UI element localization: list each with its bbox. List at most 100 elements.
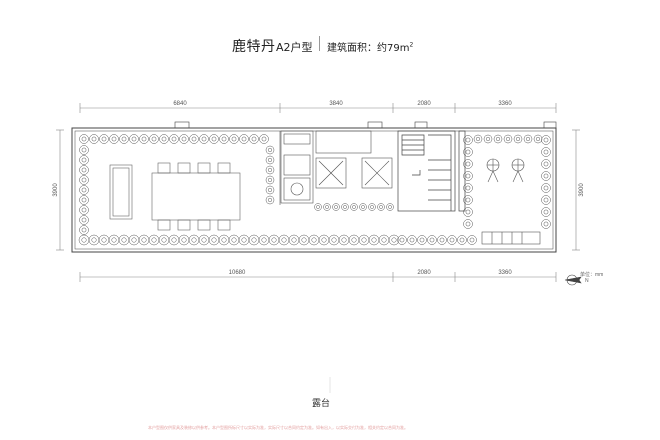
shrub — [358, 234, 370, 246]
shrub — [457, 235, 467, 245]
shrub — [251, 237, 257, 243]
shrub — [91, 237, 97, 243]
staircase — [397, 130, 466, 212]
shrub — [325, 205, 329, 209]
shrub — [259, 134, 269, 144]
shrub — [359, 203, 367, 211]
shrub — [399, 237, 405, 243]
shrub — [267, 197, 273, 203]
shrub — [189, 134, 199, 144]
shrub — [81, 207, 87, 213]
shrub — [138, 234, 150, 246]
shrub — [101, 237, 107, 243]
shrub — [249, 134, 259, 144]
building-outline — [71, 121, 557, 253]
shrub — [341, 203, 349, 211]
shrub — [271, 237, 277, 243]
shrub — [267, 177, 273, 183]
shrub — [199, 134, 209, 144]
shrub — [79, 165, 89, 175]
dim-top-2: 3840 — [329, 101, 343, 107]
shrub — [79, 225, 89, 235]
dim-top-4: 3360 — [498, 101, 512, 107]
shrub — [128, 234, 140, 246]
side-dimension-lines — [56, 129, 580, 251]
compass-label: N — [585, 278, 589, 284]
shrub — [465, 185, 471, 191]
shrub — [541, 147, 551, 157]
shrub — [463, 135, 473, 145]
shrub — [268, 234, 280, 246]
shrub — [81, 177, 87, 183]
shrub — [328, 234, 340, 246]
shrub — [79, 134, 89, 144]
shrub — [81, 187, 87, 193]
shrub — [485, 136, 491, 142]
shrub — [171, 136, 177, 142]
shrub — [81, 157, 87, 163]
shrub — [241, 237, 247, 243]
shrub — [265, 185, 275, 195]
shrub — [231, 237, 237, 243]
shrub — [281, 237, 287, 243]
shrub — [541, 219, 551, 229]
shrub — [368, 234, 380, 246]
shrub — [291, 237, 297, 243]
shrub — [79, 155, 89, 165]
shrub — [139, 134, 149, 144]
shrub — [208, 234, 220, 246]
shrub — [541, 159, 551, 169]
shrub — [81, 217, 87, 223]
shrub — [298, 234, 310, 246]
shrub — [386, 203, 394, 211]
shrub — [503, 134, 513, 144]
shrub — [407, 235, 417, 245]
shrub — [191, 136, 197, 142]
dim-top-1: 6840 — [173, 101, 187, 107]
shrub — [119, 134, 129, 144]
shrub — [447, 235, 457, 245]
dim-top-3: 2080 — [417, 101, 431, 107]
shrub — [388, 205, 392, 209]
dim-right: 3900 — [579, 183, 585, 197]
shrub — [543, 197, 549, 203]
bbq-grill-right — [361, 157, 393, 189]
shrub — [316, 205, 320, 209]
shrub — [473, 134, 483, 144]
shrub — [459, 237, 465, 243]
shrub — [513, 134, 523, 144]
shrub — [265, 145, 275, 155]
project-name: 鹿特丹 — [232, 39, 276, 55]
shrub — [219, 134, 229, 144]
shrub — [352, 205, 356, 209]
plan-header: 鹿特丹 A2户型 建筑面积：约79m2 — [0, 34, 660, 56]
shrub — [169, 134, 179, 144]
shrub — [161, 237, 167, 243]
shrub — [541, 135, 551, 145]
dim-bottom-3: 3360 — [498, 270, 512, 276]
shrub — [543, 209, 549, 215]
shrub — [258, 234, 270, 246]
shrub — [81, 227, 87, 233]
shrub — [79, 205, 89, 215]
shrub — [79, 145, 89, 155]
title-divider — [319, 36, 320, 51]
shrub — [181, 237, 187, 243]
shrub — [108, 234, 120, 246]
shrub — [81, 237, 87, 243]
shrub — [239, 134, 249, 144]
shrub — [288, 234, 300, 246]
shrub — [541, 171, 551, 181]
shrub — [79, 215, 89, 225]
bench-right — [481, 231, 541, 245]
shrub — [261, 136, 267, 142]
shrub — [218, 234, 230, 246]
dim-bottom-1: 10680 — [229, 270, 246, 276]
shrub — [178, 234, 190, 246]
shrub — [541, 183, 551, 193]
shrub — [265, 165, 275, 175]
compass-icon — [564, 274, 582, 286]
shrub — [265, 195, 275, 205]
shrub — [543, 221, 549, 227]
shrub — [541, 195, 551, 205]
